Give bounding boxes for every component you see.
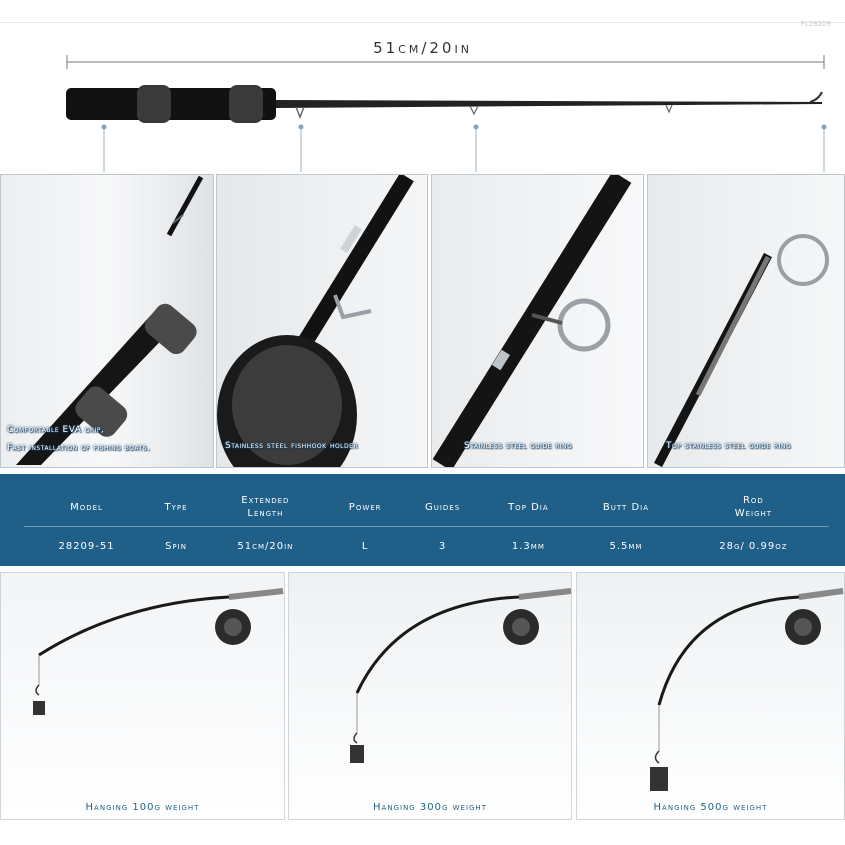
weight-caption-300g: Hanging 300g weight (373, 802, 487, 813)
specs-header-model: Model (24, 488, 150, 527)
spec-butt-dia: 5.5mm (609, 540, 643, 552)
panel-top-guide-ring-caption: Top stainless steel guide ring (666, 441, 792, 451)
corner-text: FL28209 (800, 20, 831, 28)
panel-fishhook-holder-caption: Stainless steel fishhook holder (225, 441, 359, 451)
top-bar: FL28209 (0, 0, 845, 28)
panel-eva-grip-caption-1: Comfortable EVA grip, (7, 425, 105, 435)
fishhook-holder-image (217, 175, 414, 467)
spec-rod-weight: 28g/ 0.99oz (719, 540, 788, 552)
measure-label: 51cm/20in (373, 39, 472, 57)
spec-extended-length: 51cm/20in (237, 540, 294, 552)
weight-panel-500g: Hanging 500g weight (576, 572, 845, 820)
specs-header-butt-dia: Butt Dia (574, 488, 678, 527)
rod-overview (66, 55, 827, 172)
grip-detail-image (16, 175, 204, 465)
specs-header-guides: Guides (402, 488, 483, 527)
panel-guide-ring: Stainless steel guide ring (431, 174, 644, 468)
weight-caption-500g: Hanging 500g weight (653, 802, 768, 813)
guide-ring-image (432, 175, 632, 467)
weight-panel-300g: Hanging 300g weight (288, 572, 572, 820)
panel-eva-grip-caption-2: Fast installation of fishing boats. (7, 443, 151, 453)
specs-header-type: Type (149, 488, 203, 527)
top-guide-ring-image (654, 234, 829, 467)
panel-eva-grip: Comfortable EVA grip, Fast installation … (0, 174, 214, 468)
specs-value-row: 28209-51 Spin 51cm/20in L 3 1.3mm 5.5mm … (24, 527, 829, 566)
specs-header-top-dia: Top Dia (482, 488, 575, 527)
bend-500g-image (650, 588, 844, 791)
spec-power: L (361, 540, 369, 552)
spec-top-dia: 1.3mm (511, 540, 545, 552)
specs-header-power: Power (327, 488, 403, 527)
bend-300g-image (350, 588, 571, 763)
grip-sleeve-left (137, 85, 171, 123)
panel-guide-ring-caption: Stainless steel guide ring (464, 441, 573, 451)
panel-top-guide-ring: Top stainless steel guide ring (647, 174, 845, 468)
bend-100g-image (33, 588, 284, 715)
weight-panel-100g: Hanging 100g weight (0, 572, 285, 820)
spec-model: 28209-51 (58, 540, 115, 552)
weight-caption-100g: Hanging 100g weight (85, 802, 200, 813)
spec-guides: 3 (438, 540, 447, 552)
grip-sleeve-right (229, 85, 263, 123)
panel-fishhook-holder: Stainless steel fishhook holder (216, 174, 428, 468)
rod-blank (276, 100, 822, 108)
spec-type: Spin (165, 540, 187, 552)
